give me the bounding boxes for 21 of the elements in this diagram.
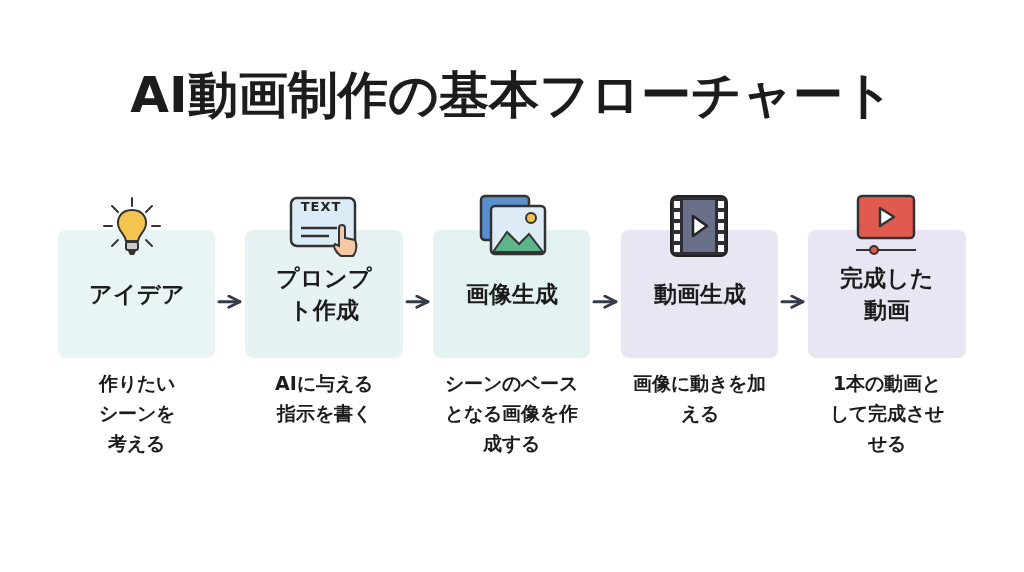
step-title: アイデア — [87, 280, 186, 309]
arrow — [780, 294, 805, 309]
step-box — [621, 230, 778, 358]
arrow — [592, 294, 618, 309]
step-box — [433, 230, 590, 358]
step-description: 画像に動きを加える — [632, 371, 767, 426]
arrow — [405, 294, 430, 309]
step-description: 1本の動画として完成させせる — [829, 371, 945, 456]
title: AI動画制作の基本フローチャート — [129, 65, 895, 126]
step-title: 画像生成 — [464, 280, 559, 309]
icon-label: TEXT — [299, 200, 343, 214]
step-title: プロンプト作成 — [275, 264, 373, 325]
step-box — [58, 230, 215, 358]
step-description: 作りたいシーンを考える — [97, 371, 176, 456]
step-box — [245, 230, 403, 358]
arrow — [217, 294, 242, 309]
step-title: 完成した動画 — [839, 264, 935, 325]
step-title: 動画生成 — [652, 280, 747, 309]
step-description: AIに与える指示を書く — [274, 371, 374, 426]
step-description: シーンのベースとなる画像を作成する — [444, 371, 579, 456]
step-box — [808, 230, 966, 358]
